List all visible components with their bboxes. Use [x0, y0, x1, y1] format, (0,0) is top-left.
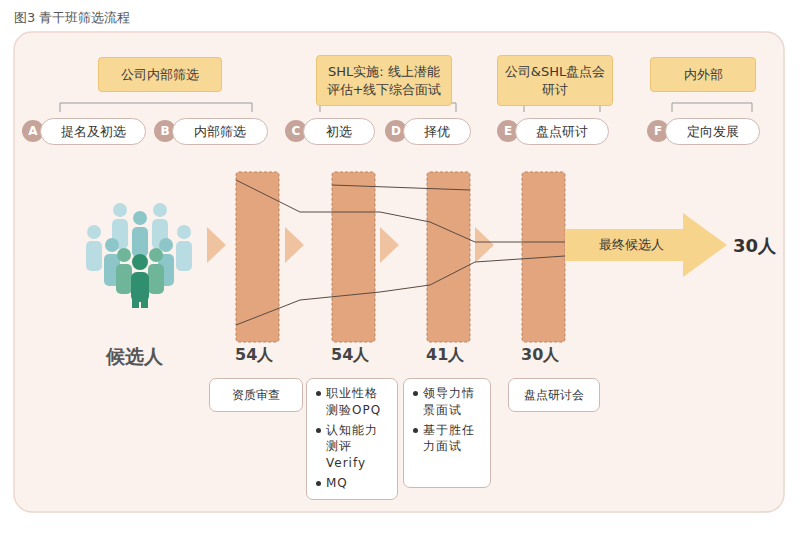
node-text: B [160, 124, 169, 138]
method-list: 领导力情景面试基于胜任力面试 [403, 378, 491, 488]
node-text: 择优 [424, 123, 450, 141]
node-text: 定向发展 [687, 123, 739, 141]
list-item: 职业性格测验OPQ [315, 385, 389, 419]
node-text: 公司&SHL盘点会研讨 [504, 63, 606, 98]
node-text: 初选 [326, 123, 352, 141]
list-item: 基于胜任力面试 [412, 422, 482, 456]
bullet [316, 391, 321, 396]
step-box: 初选 [303, 118, 375, 145]
method-list: 职业性格测验OPQ 认知能力测评VerifyMQ [306, 378, 398, 500]
group-header: SHL实施: 线上潜能评估+线下综合面试 [316, 55, 452, 106]
panel [14, 32, 784, 512]
step-box: 内部筛选 [172, 118, 268, 145]
method-box: 盘点研讨会 [508, 378, 600, 412]
bullet [413, 391, 418, 396]
step-box: 择优 [403, 118, 471, 145]
group-header: 公司&SHL盘点会研讨 [497, 55, 613, 106]
node-text: 最终候选人 [599, 236, 664, 254]
node-text: SHL实施: 线上潜能评估+线下综合面试 [323, 63, 445, 98]
step-box: 盘点研讨 [515, 118, 609, 145]
node-text: F [654, 124, 662, 138]
item-text: 职业性格测验OPQ [326, 386, 381, 417]
item-text: 认知能力测评Verify [326, 423, 378, 471]
bullet [316, 428, 321, 433]
item-text: 领导力情景面试 [423, 386, 475, 417]
group-header: 公司内部筛选 [98, 57, 222, 92]
node-text: 盘点研讨会 [524, 387, 584, 404]
item-text: MQ [326, 476, 348, 490]
step-box: 提名及初选 [40, 118, 146, 145]
node-text: A [28, 124, 37, 138]
node-text: 公司内部筛选 [121, 66, 199, 84]
final-arrow: 最终候选人 [565, 213, 727, 277]
node-text: 提名及初选 [61, 123, 126, 141]
node-text: C [292, 124, 301, 138]
stage-bars [236, 172, 565, 342]
node-text: 内外部 [684, 66, 723, 84]
stage-name: 候选人 [106, 344, 163, 370]
node-text: 资质审查 [232, 387, 280, 404]
step-box: 定向发展 [665, 118, 760, 145]
people-icon [86, 203, 192, 308]
stage-count: 30人 [521, 345, 559, 366]
method-box: 资质审查 [209, 378, 303, 412]
stage-count: 54人 [331, 345, 369, 366]
node-text: E [504, 124, 512, 138]
bullet [413, 428, 418, 433]
final-count: 30人 [733, 234, 776, 258]
list-item: MQ [315, 475, 348, 492]
node-text: 盘点研讨 [536, 123, 588, 141]
bullet [316, 481, 321, 486]
funnel-lines [236, 180, 565, 325]
group-header: 内外部 [650, 57, 756, 92]
list-item: 认知能力测评Verify [315, 422, 389, 472]
node-text: 内部筛选 [194, 123, 246, 141]
list-item: 领导力情景面试 [412, 385, 482, 419]
item-text: 基于胜任力面试 [423, 423, 475, 454]
stage-count: 41人 [426, 345, 464, 366]
node-text: D [391, 124, 401, 138]
stage-count: 54人 [235, 345, 273, 366]
figure-title: 图3 青干班筛选流程 [14, 9, 130, 27]
